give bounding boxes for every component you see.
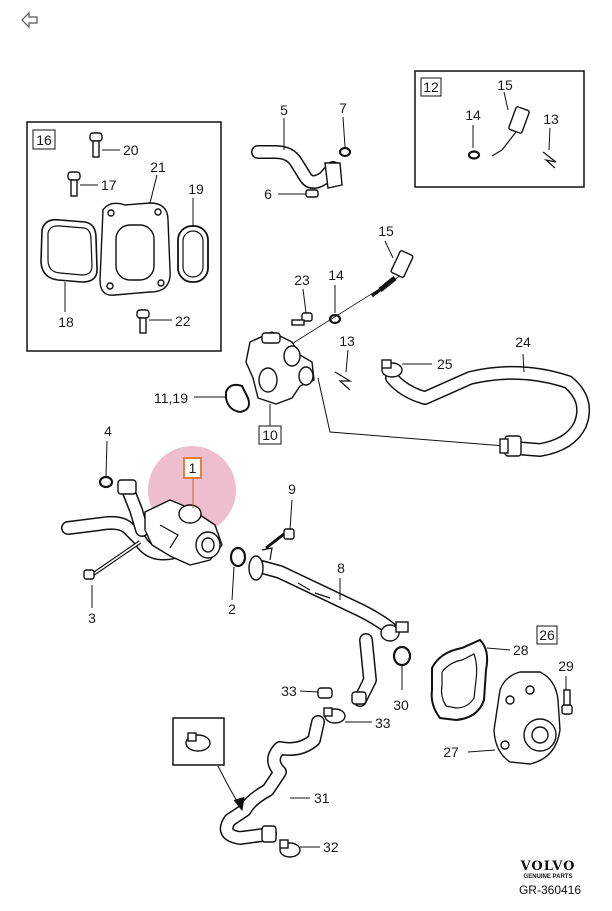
label-part-9: 9 xyxy=(288,481,296,497)
brand-sub: GENUINE PARTS xyxy=(524,874,573,880)
label-part-2: 2 xyxy=(228,601,236,617)
coolant-housing-group: 3 4 2 1 xyxy=(61,423,247,626)
label-part-13: 13 xyxy=(339,333,355,349)
label-part-14: 14 xyxy=(328,267,344,283)
inset-12-label-13: 13 xyxy=(543,111,559,127)
label-part-24: 24 xyxy=(515,334,531,350)
label-part-4: 4 xyxy=(104,423,112,439)
inset-12-label-15: 15 xyxy=(497,77,513,93)
inset-12-number: 12 xyxy=(423,79,439,95)
inset-16-label-17: 21 xyxy=(150,159,166,175)
hose-24-group: 25 24 xyxy=(381,334,590,457)
label-part-5: 5 xyxy=(280,102,288,118)
brand-block: VOLVO GENUINE PARTS GR-360416 xyxy=(519,859,581,897)
label-part-30: 30 xyxy=(393,697,409,713)
label-part-8: 8 xyxy=(337,560,345,576)
label-part-29: 29 xyxy=(558,658,574,674)
inset-16-number: 16 xyxy=(36,132,52,148)
inset-16-label-22: 22 xyxy=(175,313,191,329)
water-pump-group: 26 28 27 29 xyxy=(430,625,574,765)
brand-name: VOLVO xyxy=(520,859,576,874)
label-part-3: 3 xyxy=(88,610,96,626)
label-part-7: 7 xyxy=(339,100,347,116)
pipe-8-group: 9 8 xyxy=(248,481,409,707)
label-part-33-lower: 33 xyxy=(375,715,391,731)
label-part-31: 31 xyxy=(314,790,330,806)
label-part-25: 25 xyxy=(437,356,453,372)
diagram-code: GR-360416 xyxy=(519,883,581,897)
label-part-1[interactable]: 1 xyxy=(189,460,197,476)
inset-16-label-19: 19 xyxy=(188,181,204,197)
label-part-26: 26 xyxy=(539,627,555,643)
label-part-10: 10 xyxy=(262,427,278,443)
label-part-6: 6 xyxy=(264,186,272,202)
label-part-28: 28 xyxy=(513,642,529,658)
thermostat-housing-group: 15 14 23 13 10 11,19 xyxy=(154,223,506,447)
inset-12-label-14: 14 xyxy=(465,107,481,123)
label-part-33-upper: 33 xyxy=(281,683,297,699)
label-part-11-19: 11,19 xyxy=(154,390,188,406)
back-arrow-icon[interactable] xyxy=(21,11,38,29)
inset-16-label-20: 20 xyxy=(123,142,139,158)
label-part-15: 15 xyxy=(378,223,394,239)
label-part-32: 32 xyxy=(323,839,339,855)
inset-16-label-18: 18 xyxy=(58,314,74,330)
lower-hose-group: 33 33 32 31 xyxy=(172,683,391,858)
upper-small-hose: 5 7 6 xyxy=(251,100,352,202)
label-part-27: 27 xyxy=(443,744,459,760)
inset-16-label-21: 17 xyxy=(101,177,117,193)
o-ring-30-group: 30 xyxy=(392,645,412,713)
inset-box-16: 16 20 17 21 18 19 22 xyxy=(26,121,222,352)
inset-box-12: 12 15 14 13 xyxy=(414,70,585,188)
label-part-23: 23 xyxy=(294,272,310,288)
